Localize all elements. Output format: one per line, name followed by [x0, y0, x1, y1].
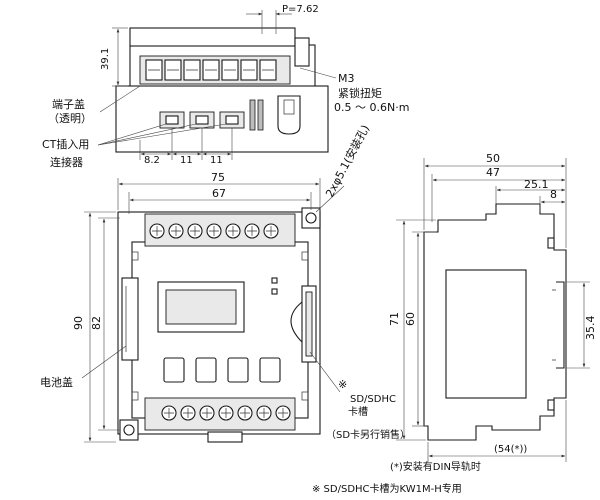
dim-71: 71 — [388, 312, 401, 326]
side-notch-top — [547, 237, 555, 249]
label-note-mark: ※ — [338, 378, 347, 391]
mount-hole-bottom — [123, 424, 135, 436]
dim-8: 8 — [550, 188, 557, 201]
side-notch-bottom — [547, 399, 555, 411]
dim-35-4: 35.4 — [584, 316, 597, 341]
label-connector: 连接器 — [50, 156, 83, 169]
label-torque-value: 0.5 ～ 0.6N·m — [334, 101, 409, 114]
dim-67: 67 — [212, 187, 226, 200]
dim-50: 50 — [486, 152, 500, 165]
front-keys — [163, 357, 281, 383]
dim-60: 60 — [404, 312, 417, 326]
led-1 — [271, 277, 278, 284]
switch-b — [257, 99, 264, 131]
terminal-screws-top — [145, 59, 277, 81]
label-mount-holes: 2xφ5.1(安装孔) — [322, 122, 372, 199]
front-screws-bottom — [161, 405, 291, 421]
label-sd-sold: （SD卡另行销售） — [326, 428, 410, 441]
label-ct: CT插入用 — [42, 137, 89, 151]
dim-75: 75 — [211, 171, 225, 184]
dim-90: 90 — [72, 316, 85, 330]
label-slot: 卡槽 — [348, 405, 368, 418]
top-tab — [294, 37, 310, 67]
ct-connectors — [159, 111, 245, 129]
side-view: 50 47 25.1 8 71 60 35.4 (54(*)) (*)安装有 — [388, 152, 597, 473]
terminal-cover-top — [129, 27, 296, 47]
dim-47: 47 — [486, 166, 500, 179]
label-torque-title: 紧锁扭矩 — [338, 86, 382, 100]
dim-54: (54(*)) — [494, 444, 527, 455]
label-m3: M3 — [338, 72, 355, 85]
sd-slot-recess — [290, 301, 303, 343]
side-latch — [277, 95, 301, 135]
side-window — [445, 269, 527, 399]
dim-11-b: 11 — [210, 155, 223, 166]
switch-a — [249, 99, 256, 131]
dim-82: 82 — [90, 316, 103, 330]
dim-8-2: 8.2 — [144, 155, 160, 166]
led-2 — [271, 288, 278, 295]
mount-hole-top — [305, 212, 317, 224]
front-view: 75 67 90 82 2xφ5.1(安装孔) 电池盖 ※ SD/SDHC 卡槽… — [40, 122, 410, 443]
label-din-note: (*)安装有DIN导轨时 — [390, 460, 481, 473]
label-battery: 电池盖 — [40, 375, 73, 389]
top-view: P=7.62 39.1 端子盖 （透明） CT插入用 连接器 M3 紧锁扭矩 0… — [42, 4, 409, 169]
label-terminal-cover: 端子盖 — [52, 97, 85, 111]
dim-11-a: 11 — [180, 155, 193, 166]
din-rail-profile — [556, 281, 565, 369]
din-latch — [207, 431, 243, 443]
label-transparent: （透明） — [48, 112, 92, 125]
lcd-screen — [165, 289, 237, 325]
dim-39-1: 39.1 — [100, 48, 111, 70]
dim-25-1: 25.1 — [524, 178, 549, 191]
dim-pitch: P=7.62 — [282, 4, 319, 15]
footer-note: ※ SD/SDHC卡槽为KW1M-H专用 — [312, 482, 462, 495]
label-sd: SD/SDHC — [350, 394, 396, 405]
front-screws-top — [149, 223, 279, 239]
battery-cover — [121, 277, 139, 361]
